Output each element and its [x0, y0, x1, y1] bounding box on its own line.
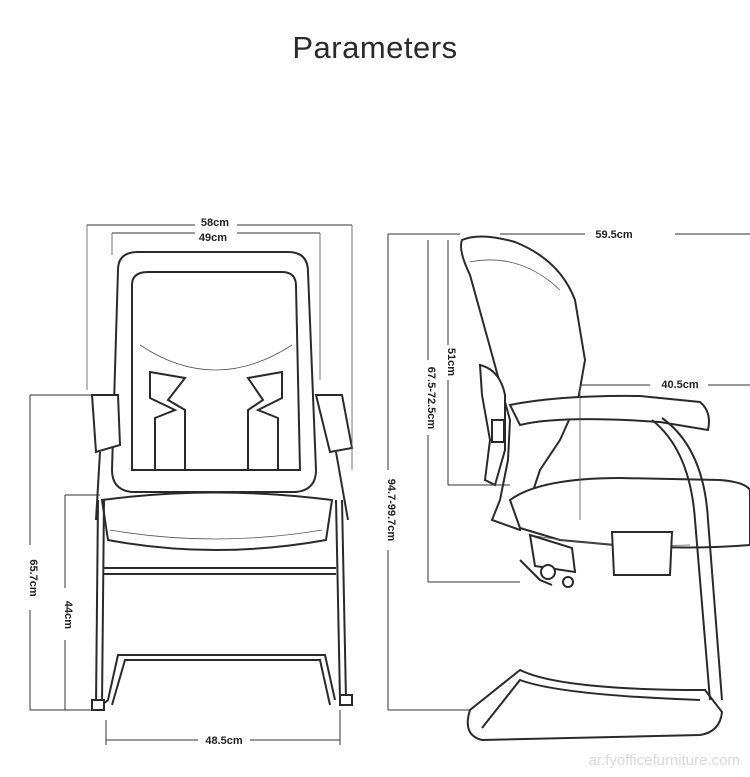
front-view-chair	[90, 251, 354, 711]
front-total-width-label: 58cm	[201, 217, 229, 229]
page-title: Parameters	[292, 30, 458, 65]
side-arm-height-label: 67.5-72.5cm	[425, 367, 437, 430]
side-depth-label: 59.5cm	[595, 229, 633, 241]
side-back-height-label: 51cm	[445, 348, 457, 376]
front-base-width-label: 48.5cm	[205, 735, 243, 747]
side-seat-depth-label: 40.5cm	[661, 379, 699, 391]
side-dimension-lines	[387, 233, 750, 711]
front-seat-height-label: 44cm	[62, 601, 74, 629]
front-total-height-label: 65.7cm	[27, 559, 39, 597]
side-total-height-label: 94.7-99.7cm	[385, 479, 397, 542]
side-view-chair	[460, 235, 750, 742]
front-back-width-label: 49cm	[199, 232, 227, 244]
front-dimension-lines	[29, 224, 353, 745]
watermark-text: ar.fyofficefurniture.com	[589, 752, 740, 769]
